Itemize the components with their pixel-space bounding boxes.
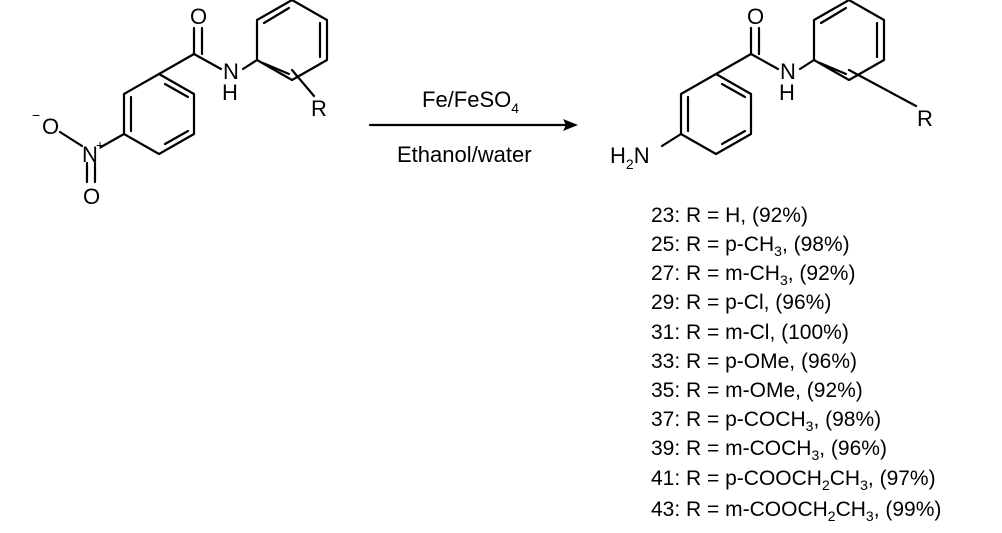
compound-item: 27: R = m-CH3, (92%) [651,262,855,288]
reactant-amide-nitrogen: N [223,59,239,84]
compound-item: 33: R = p-OMe, (96%) [651,350,857,373]
compound-item: 25: R = p-CH3, (98%) [651,233,850,259]
compound-item: 37: R = p-COCH3, (98%) [651,408,881,434]
reagent-label: Fe/FeSO4 [422,87,519,116]
product-amide-nitrogen: N [780,59,796,84]
compound-item: 41: R = p-COOCH2CH3, (97%) [651,467,936,493]
compound-item: 35: R = m-OMe, (92%) [651,379,863,402]
arrow-head [563,119,578,131]
reactant-nitro-minus-charge: − [32,107,40,123]
reactant-phenyl-ring [255,0,329,82]
solvent-label: Ethanol/water [397,142,532,167]
reactant-substituent: R [311,96,327,121]
compound-item: 29: R = p-Cl, (96%) [651,291,831,314]
reactant-nitro-oxygen-top: O [42,114,59,139]
product-amino-ring [679,72,753,156]
compound-item: 43: R = m-COOCH2CH3, (99%) [651,498,941,524]
product-carbonyl-oxygen: O [747,4,764,29]
product-phenyl-ring [812,0,886,82]
product-amine-group: H2N [610,143,650,172]
reactant-nitro-ring [122,72,196,156]
reactant-nitro-oxygen-bottom: O [83,184,100,209]
product-structure: O N H R H2N [610,0,933,172]
product-amide-hydrogen: H [779,80,795,105]
reactant-carbonyl-oxygen: O [190,4,207,29]
reaction-arrow-group: Fe/FeSO4 Ethanol/water [368,87,578,167]
compound-list: 23: R = H, (92%) 25: R = p-CH3, (98%) 27… [651,204,941,524]
product-substituent: R [917,106,933,131]
reactant-amide-hydrogen: H [222,80,238,105]
reactant-nitro-nitrogen: N [82,142,98,167]
reactant-structure: O N H R N + O − O [32,0,329,209]
compound-item: 23: R = H, (92%) [651,204,808,227]
compound-item: 39: R = m-COCH3, (96%) [651,437,887,463]
compound-item: 31: R = m-Cl, (100%) [651,321,849,344]
reactant-nitro-plus-charge: + [96,137,104,153]
